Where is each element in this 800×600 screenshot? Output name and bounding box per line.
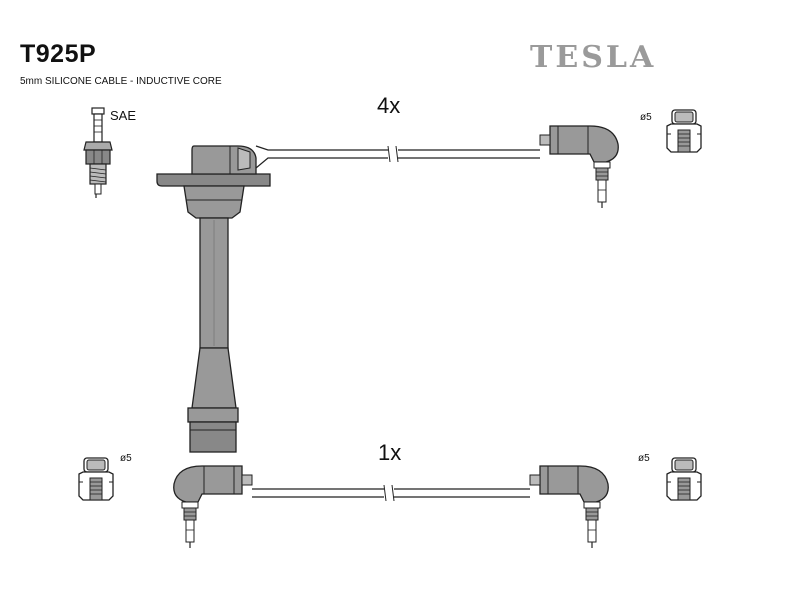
spark-plug <box>83 107 113 198</box>
upper-cable <box>255 145 540 169</box>
brand-logo: TESLA <box>530 40 657 75</box>
terminal-symbol-bottom-right <box>666 457 702 501</box>
cable-spec-subtitle: 5mm SILICONE CABLE - INDUCTIVE CORE <box>20 76 222 87</box>
lower-right-boot <box>529 465 609 549</box>
diameter-label-bottom-left: ø5 <box>120 453 132 464</box>
product-code: T925P <box>20 40 97 68</box>
coil-plug-boot <box>156 145 271 453</box>
lower-left-boot <box>173 465 253 549</box>
terminal-symbol-top-right <box>666 109 702 153</box>
quantity-label-upper: 4x <box>377 93 401 118</box>
lower-cable <box>252 484 530 502</box>
diameter-label-bottom-right: ø5 <box>638 453 650 464</box>
upper-right-angle-boot <box>539 125 619 209</box>
terminal-symbol-bottom-left <box>78 457 114 501</box>
quantity-label-lower: 1x <box>378 440 402 465</box>
diameter-label-top-right: ø5 <box>640 112 652 123</box>
sae-label: SAE <box>110 108 137 123</box>
